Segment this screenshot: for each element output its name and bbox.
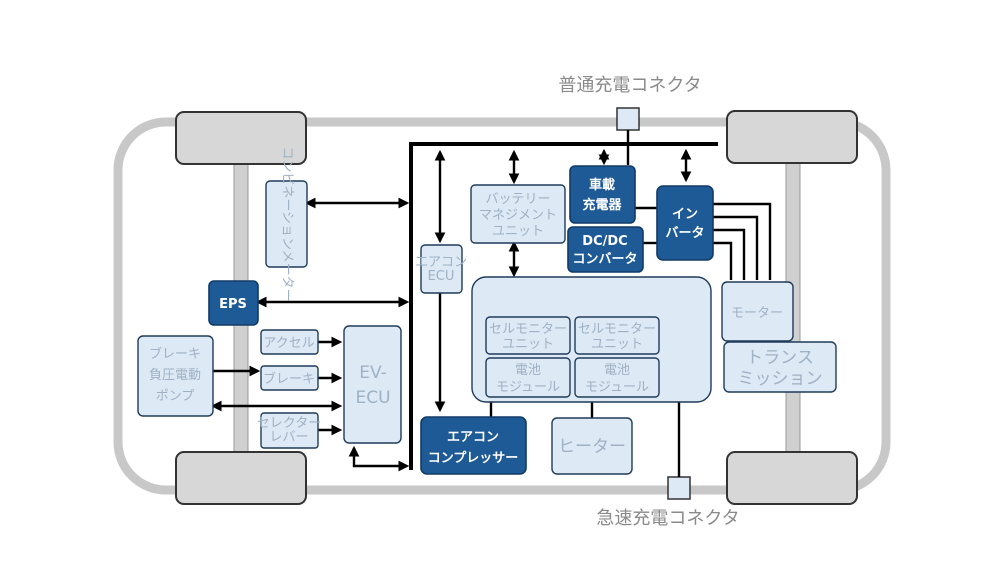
cell-monitor-1-label-2: ユニット <box>502 337 554 352</box>
battery-module-2-label-2: モジュール <box>585 380 649 395</box>
accel-block <box>260 329 319 355</box>
brake-pump-label-2: 負圧電動 <box>149 368 201 383</box>
brake-label: ブレーキ <box>263 371 315 387</box>
aircon-compressor-label-1: エアコン <box>447 430 499 445</box>
onboard-charger-label-2: 充電器 <box>582 197 622 213</box>
bmu-label-1: バッテリー <box>485 192 550 207</box>
bmu-label-2: マネジメント <box>479 208 557 223</box>
inverter-label-2: バータ <box>665 226 704 241</box>
cell-monitor-unit-1 <box>485 316 571 355</box>
aircon-ecu-label-2: ECU <box>428 269 455 284</box>
arrow-ecu-bus <box>348 445 410 472</box>
battery-module-1-label-1: 電池 <box>515 363 541 378</box>
quick-charge-connector-box <box>667 476 691 500</box>
motor-block <box>721 281 794 342</box>
battery-management-unit <box>470 184 566 244</box>
battery-module-2 <box>574 357 660 398</box>
wheel-rear-right <box>726 451 858 505</box>
eps-label: EPS <box>219 297 247 312</box>
brake-pump-label-3: ポンプ <box>156 389 195 404</box>
wire-inverter-motor-2 <box>713 215 759 280</box>
bmu-label-3: ユニット <box>492 224 544 239</box>
heater-label: ヒーター <box>558 437 626 457</box>
cell-monitor-unit-2 <box>574 316 660 355</box>
cell-monitor-2-label-2: ユニット <box>591 337 643 352</box>
aircon-ecu-label-1: エアコン <box>415 255 467 270</box>
chassis-outline <box>113 117 891 495</box>
motor-label: モーター <box>731 306 783 321</box>
wheel-front-left <box>175 111 307 165</box>
selector-label-2: レバー <box>269 430 308 445</box>
accel-label: アクセル <box>263 336 314 351</box>
inverter-label-1: イン <box>672 207 698 222</box>
battery-module-1-label-2: モジュール <box>496 380 560 395</box>
ev-ecu-block <box>343 325 402 444</box>
combination-meter <box>265 180 308 268</box>
quick-charge-connector-label: 急速充電コネクタ <box>596 508 739 529</box>
aircon-compressor-block <box>420 416 527 475</box>
normal-charge-connector-label: 普通充電コネクタ <box>558 75 701 96</box>
dcdc-converter-block <box>567 226 644 273</box>
cell-monitor-1-label-1: セルモニター <box>489 322 567 337</box>
onboard-charger-block <box>569 165 636 224</box>
battery-module-1 <box>485 357 571 398</box>
eps-block <box>208 280 259 326</box>
brake-pump-label-1: ブレーキ <box>149 346 201 362</box>
ev-ecu-label-2: ECU <box>355 388 390 408</box>
inverter-block <box>656 185 714 261</box>
ev-ecu-label-1: EV- <box>359 363 387 383</box>
combination-meter-label: コンビネーションメーター <box>280 146 295 301</box>
cell-monitor-2-label-1: セルモニター <box>578 322 656 337</box>
selector-label-1: セレクター <box>257 416 321 431</box>
wheel-front-right <box>175 451 307 505</box>
wheel-rear-left <box>726 110 858 164</box>
onboard-charger-label-1: 車載 <box>589 177 615 193</box>
aircon-ecu-block <box>420 244 463 294</box>
aircon-compressor-label-2: コンプレッサー <box>428 451 519 466</box>
transmission-label-1: トランス <box>746 348 814 368</box>
dcdc-label-1: DC/DC <box>582 234 627 249</box>
heater-block <box>551 417 633 475</box>
wire-inverter-motor-4 <box>713 241 733 280</box>
transmission-block <box>723 341 837 393</box>
transmission-label-2: ミッション <box>738 369 823 389</box>
selector-block <box>260 412 319 449</box>
wire-inverter-motor-1 <box>713 202 772 280</box>
brake-block <box>260 365 319 391</box>
wire-inverter-motor-3 <box>713 228 746 280</box>
brake-pump-block <box>137 335 214 417</box>
dcdc-label-2: コンバータ <box>572 252 637 267</box>
normal-charge-connector-box <box>616 107 640 131</box>
battery-module-2-label-1: 電池 <box>604 363 630 378</box>
